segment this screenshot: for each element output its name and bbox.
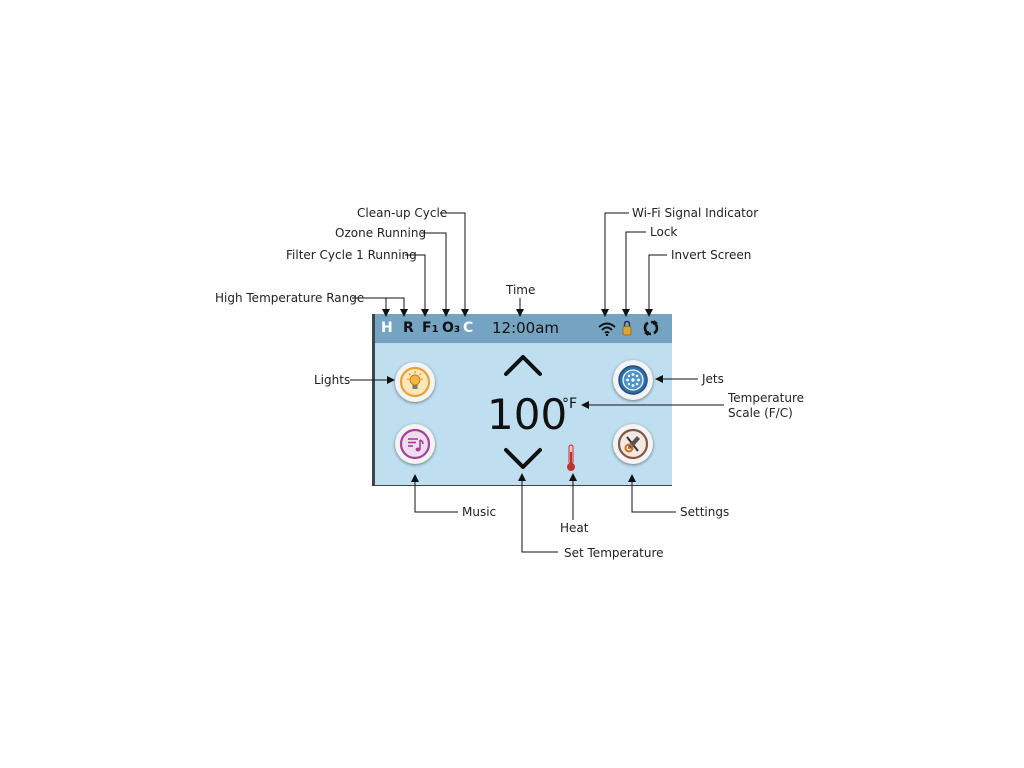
increase-temperature-button[interactable] [503,352,543,382]
lights-button[interactable] [395,362,435,402]
leader-high-temp-range-h [352,297,390,317]
label-lock: Lock [650,225,678,239]
label-jets: Jets [702,372,724,386]
label-settings: Settings [680,505,730,519]
leader-music [411,474,458,513]
ozone-indicator: O3 [442,319,460,339]
chevron-down-icon [504,448,542,469]
decrease-temperature-button[interactable] [503,446,543,476]
filter-number: 1 [431,324,439,335]
label-high-temperature-range: High Temperature Range [215,291,365,305]
leader-filter-cycle [405,254,429,317]
label-invert-screen: Invert Screen [671,248,752,262]
lightbulb-icon [399,366,431,398]
jets-button[interactable] [613,360,653,400]
leader-wifi [601,212,629,317]
filter-letter: F [422,320,432,336]
chevron-up-icon [504,355,542,376]
settings-button[interactable] [613,424,653,464]
music-icon [399,428,431,460]
label-filter-cycle: Filter Cycle 1 Running [286,248,417,262]
label-clean-up-cycle: Clean-up Cycle [357,206,448,220]
leader-invert-screen [645,254,667,317]
leader-ozone-running [421,232,450,317]
leader-lock [622,231,646,317]
leader-clean-up-cycle [440,212,469,317]
leader-set-temperature [518,473,558,553]
temperature-display: 100 [487,390,568,439]
leader-high-temp-range-r [386,297,408,317]
temperature-scale-toggle[interactable]: °F [562,396,578,412]
ozone-letter: O [442,320,454,336]
label-set-temperature: Set Temperature [564,546,664,560]
thermometer-icon [566,444,576,476]
label-temperature-scale-line1: Temperature [728,391,805,405]
label-music: Music [462,505,497,519]
clean-up-indicator: C [463,320,474,336]
clock-display: 12:00am [492,319,560,337]
label-time: Time [506,283,536,297]
music-button[interactable] [395,424,435,464]
jets-icon [618,365,648,395]
ozone-subscript: 3 [453,325,461,335]
label-lights: Lights [314,373,351,387]
label-wifi-signal: Wi-Fi Signal Indicator [632,206,759,220]
control-panel-screen: H R F1 O3 C 12:00am [372,314,672,486]
leader-settings [628,474,676,513]
high-temp-range-indicator: H [381,320,393,336]
settings-icon [617,428,649,460]
label-heat: Heat [560,521,589,535]
label-ozone-running: Ozone Running [335,226,427,240]
invert-screen-icon[interactable] [643,320,659,340]
filter-cycle-indicator: F1 [422,319,439,339]
label-temperature-scale-line2: Scale (F/C) [728,406,793,420]
lock-icon[interactable] [622,320,632,340]
wifi-icon [598,321,616,340]
ready-mode-indicator: R [403,320,414,336]
status-bar: H R F1 O3 C 12:00am [375,314,672,343]
